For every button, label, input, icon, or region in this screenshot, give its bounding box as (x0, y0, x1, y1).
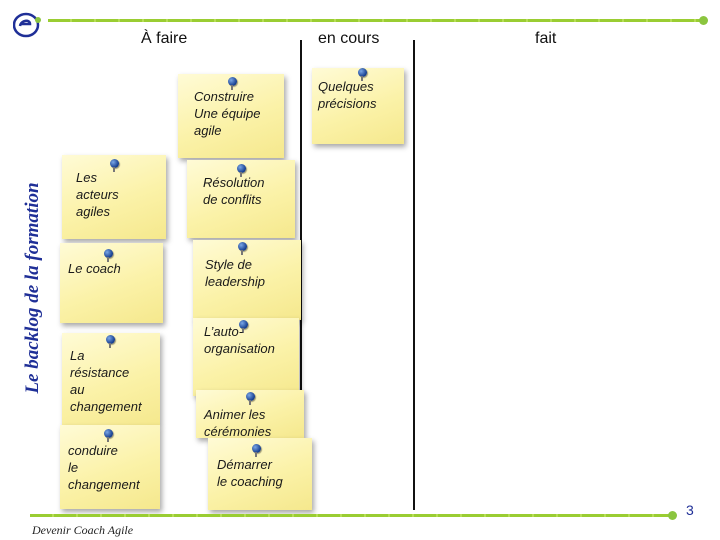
sticky-note-quelques[interactable]: Quelques précisions (312, 68, 404, 144)
sticky-note-coach[interactable]: Le coach (60, 243, 163, 323)
note-label: conduire le changement (68, 443, 140, 492)
note-label: Animer les cérémonies (204, 407, 272, 439)
pin-icon (358, 68, 367, 81)
pin-icon (238, 242, 247, 255)
column-divider-left (300, 40, 302, 510)
sticky-note-style[interactable]: Style de leadership (193, 240, 301, 320)
pin-icon (237, 164, 246, 177)
logo-icon (13, 12, 41, 38)
footer-text: Devenir Coach Agile (32, 523, 134, 537)
top-green-bar (48, 19, 700, 22)
note-label: Les acteurs agiles (76, 170, 119, 219)
column-header-todo: À faire (141, 30, 188, 47)
sticky-note-ceremonies[interactable]: Animer les cérémonies (196, 390, 304, 439)
bottom-green-bar (30, 514, 670, 517)
pin-icon (239, 320, 248, 333)
pin-icon (246, 392, 255, 405)
column-header-done: fait (535, 30, 557, 47)
column-divider-right (413, 40, 415, 510)
pin-icon (104, 429, 113, 442)
note-label: L’auto- organisation (204, 324, 275, 356)
note-label: Construire Une équipe agile (194, 89, 261, 138)
note-label: La résistance au changement (70, 348, 142, 414)
page-number: 3 (686, 502, 694, 518)
note-label: Le coach (68, 261, 121, 276)
sticky-note-autoorg[interactable]: L’auto- organisation (193, 318, 299, 396)
sticky-note-demarrer[interactable]: Démarrer le coaching (208, 438, 312, 510)
pin-icon (252, 444, 261, 457)
sticky-note-acteurs[interactable]: Les acteurs agiles (62, 155, 166, 239)
pin-icon (106, 335, 115, 348)
note-label: Style de leadership (205, 257, 265, 289)
column-header-in-progress: en cours (318, 30, 380, 47)
sticky-note-resistance[interactable]: La résistance au changement (62, 333, 160, 425)
note-label: Démarrer le coaching (217, 457, 283, 489)
bottom-bar-end-dot (668, 511, 677, 520)
note-label: Résolution de conflits (203, 175, 265, 207)
pin-icon (228, 77, 237, 90)
top-bar-end-dot (699, 16, 708, 25)
sticky-note-construire[interactable]: Construire Une équipe agile (178, 74, 284, 158)
pin-icon (110, 159, 119, 172)
sticky-note-resolution[interactable]: Résolution de conflits (187, 160, 295, 238)
backlog-title: Le backlog de la formation (22, 182, 43, 394)
pin-icon (104, 249, 113, 262)
sticky-note-conduire[interactable]: conduire le changement (60, 425, 160, 509)
note-label: Quelques précisions (318, 79, 377, 111)
